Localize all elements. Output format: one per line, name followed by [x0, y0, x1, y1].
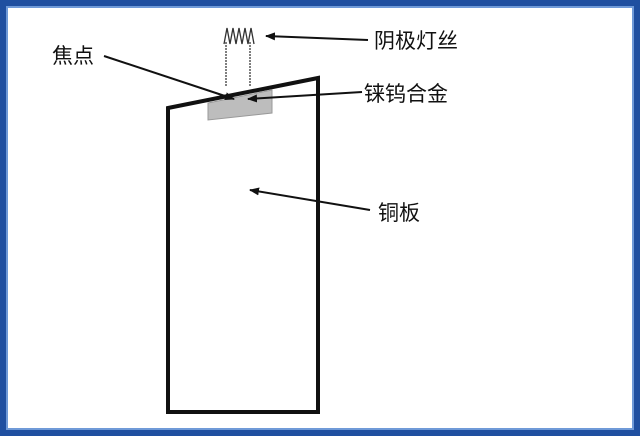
focal-spot-arrow: [103, 55, 235, 100]
label-alloy: 铼钨合金: [364, 82, 448, 106]
label-copper-plate: 铜板: [378, 201, 420, 225]
label-focal-spot: 焦点: [52, 44, 94, 68]
cathode-filament: [223, 27, 255, 86]
copper-plate-body: [166, 75, 320, 414]
filament-arrow: [265, 32, 369, 41]
copper-plate-arrow: [249, 187, 371, 211]
alloy-arrow: [247, 91, 363, 103]
label-cathode-filament: 阴极灯丝: [374, 29, 458, 53]
